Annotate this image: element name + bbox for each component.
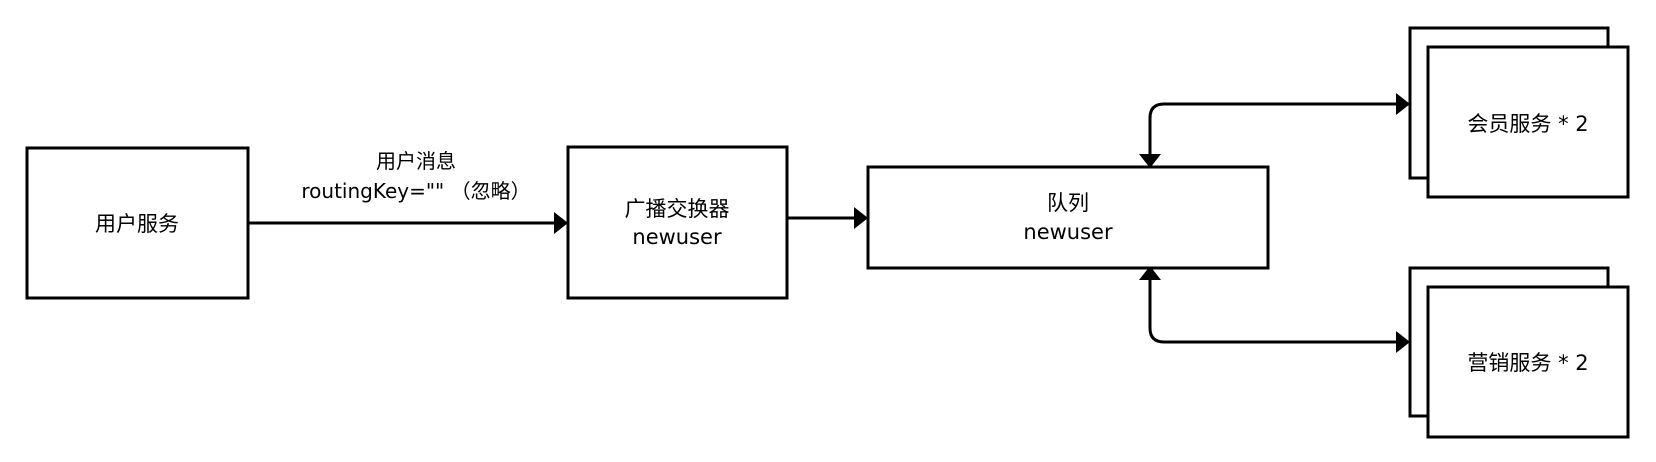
edge-label-routing-key: routingKey="" （忽略） — [301, 179, 530, 203]
arrowhead-icon — [1139, 266, 1161, 280]
edge-path — [1148, 276, 1398, 344]
node-label-line2: newuser — [632, 225, 722, 249]
node-label-line1: 队列 — [1047, 191, 1089, 215]
edge-user-service-to-exchange — [248, 212, 568, 234]
node-label: 用户服务 — [95, 212, 179, 236]
node-box-front — [1426, 285, 1630, 439]
node-member-service: 会员服务 * 2 — [1408, 26, 1630, 199]
arrowhead-icon — [1139, 154, 1161, 168]
edge-label-message: 用户消息 — [376, 149, 456, 173]
arrowhead-icon — [1396, 93, 1410, 115]
node-queue: 队列 newuser — [866, 165, 1270, 270]
edge-exchange-to-queue — [787, 207, 868, 229]
arrowhead-icon — [1396, 331, 1410, 353]
node-box-front — [1426, 45, 1630, 199]
node-box — [25, 146, 250, 300]
node-user-service: 用户服务 — [25, 146, 250, 300]
node-label: 营销服务 * 2 — [1467, 351, 1588, 375]
node-fanout-exchange: 广播交换器 newuser — [566, 145, 789, 300]
node-box — [866, 165, 1270, 270]
edge-queue-marketing-service — [1139, 266, 1410, 353]
arrowhead-icon — [854, 207, 868, 229]
node-marketing-service: 营销服务 * 2 — [1408, 266, 1630, 439]
arrowhead-icon — [554, 212, 568, 234]
edge-path — [1148, 102, 1398, 158]
node-label: 会员服务 * 2 — [1467, 112, 1588, 136]
node-label-line2: newuser — [1023, 220, 1113, 244]
node-box — [566, 145, 789, 300]
node-label-line1: 广播交换器 — [625, 197, 730, 221]
edge-queue-member-service — [1139, 93, 1410, 168]
